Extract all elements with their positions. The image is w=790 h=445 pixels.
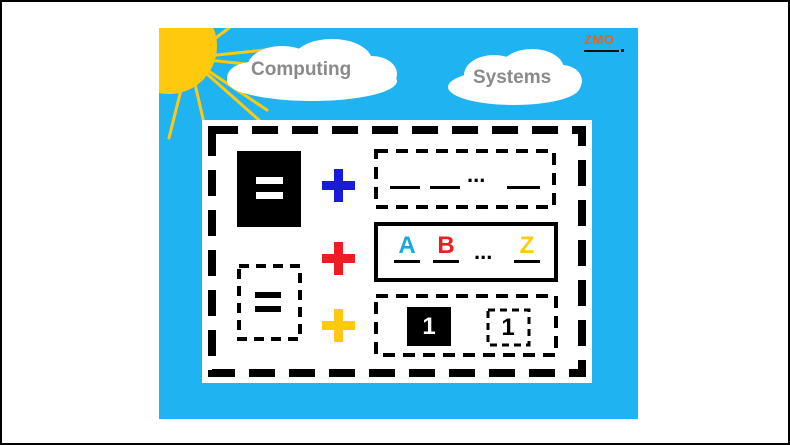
outer-dashed-border <box>208 126 586 377</box>
cloud-icon <box>448 49 582 105</box>
letter-z: Z <box>519 232 535 259</box>
dashed-equals-block <box>237 264 302 341</box>
blanks-ellipsis: ... <box>467 162 486 187</box>
cloud-label-systems: Systems <box>473 67 552 88</box>
letter-b: B <box>437 232 455 259</box>
plus-icon-blue <box>322 169 355 202</box>
outlined-number-block <box>486 308 531 347</box>
logo-underline <box>584 50 619 52</box>
solid-equals-block <box>237 151 301 227</box>
plus-icon-yellow <box>322 309 355 342</box>
numbers-box <box>374 294 558 357</box>
logo: ZMO <box>584 32 615 47</box>
number-outlined: 1 <box>501 314 515 341</box>
cloud-label-computing: Computing <box>251 59 352 80</box>
logo-dot <box>621 49 624 52</box>
illustration: Computing Systems ZMO <box>159 28 638 419</box>
number-solid: 1 <box>422 313 436 340</box>
diagram-shapes <box>208 126 586 377</box>
diagram-board: ... A B ... Z 1 1 <box>202 120 592 383</box>
plus-icon-red <box>322 242 355 275</box>
cloud-icon <box>227 39 397 101</box>
letter-a: A <box>398 232 416 259</box>
solid-number-block <box>407 307 451 346</box>
letters-ellipsis: ... <box>474 239 493 264</box>
letters-box <box>374 222 558 282</box>
blanks-box <box>374 149 556 209</box>
